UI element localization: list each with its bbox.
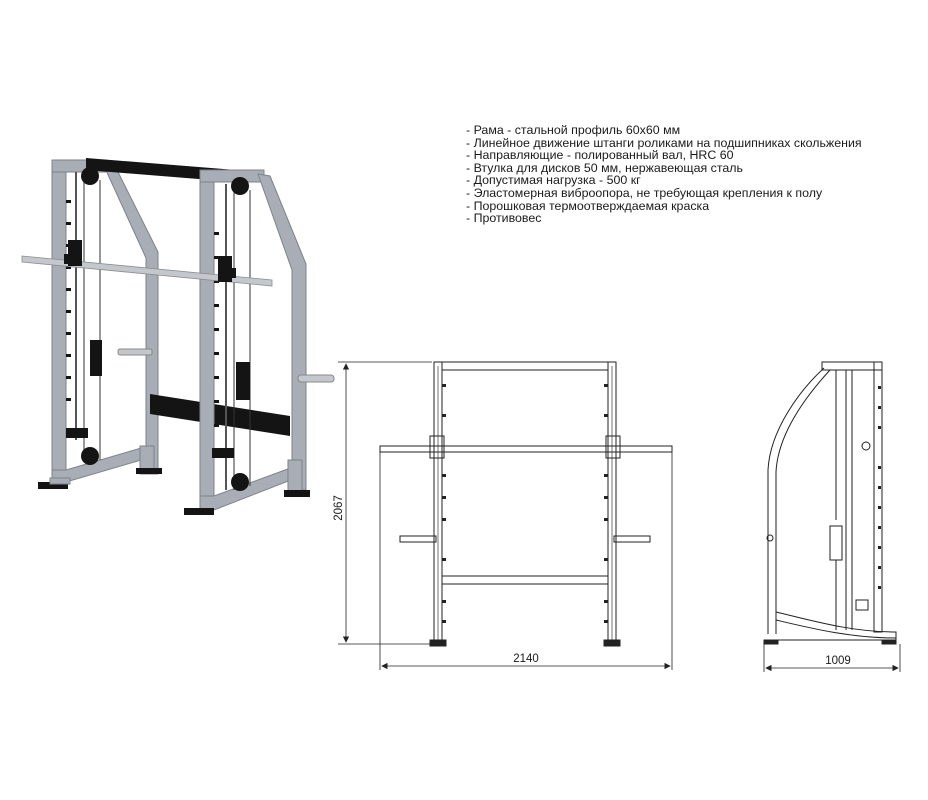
spec-item: - Порошковая термоотверждаемая краска — [466, 198, 710, 213]
top-crossbeam — [86, 158, 236, 182]
machine-3d-render — [21, 158, 335, 515]
back-left-frame — [38, 159, 162, 489]
spec-item: - Противовес — [466, 211, 542, 226]
spec-item: - Линейное движение штанги роликами на п… — [466, 135, 862, 150]
spec-item: - Направляющие - полированный вал, HRC 6… — [466, 148, 734, 163]
lower-crossbeam — [150, 394, 290, 436]
depth-dimension-label: 1009 — [825, 655, 851, 667]
spec-item: - Допустимая нагрузка - 500 кг — [466, 173, 641, 188]
front-view-drawing — [338, 361, 673, 670]
barbell — [21, 240, 273, 287]
spec-item: - Эластомерная виброопора, не требующая … — [466, 185, 823, 200]
specifications-list: - Рама - стальной профиль 60х60 мм - Лин… — [466, 124, 862, 225]
spec-item: - Втулка для дисков 50 мм, нержавеющая с… — [466, 160, 743, 175]
width-dimension-label: 2140 — [513, 653, 539, 665]
left-plate-horn — [117, 348, 153, 356]
spec-item: - Рама - стальной профиль 60х60 мм — [466, 123, 681, 137]
side-view-drawing — [763, 361, 901, 672]
height-dimension-label: 2067 — [333, 495, 345, 521]
right-plate-horn — [297, 374, 335, 383]
front-right-frame — [184, 169, 310, 515]
left-guide-assembly — [66, 167, 102, 465]
